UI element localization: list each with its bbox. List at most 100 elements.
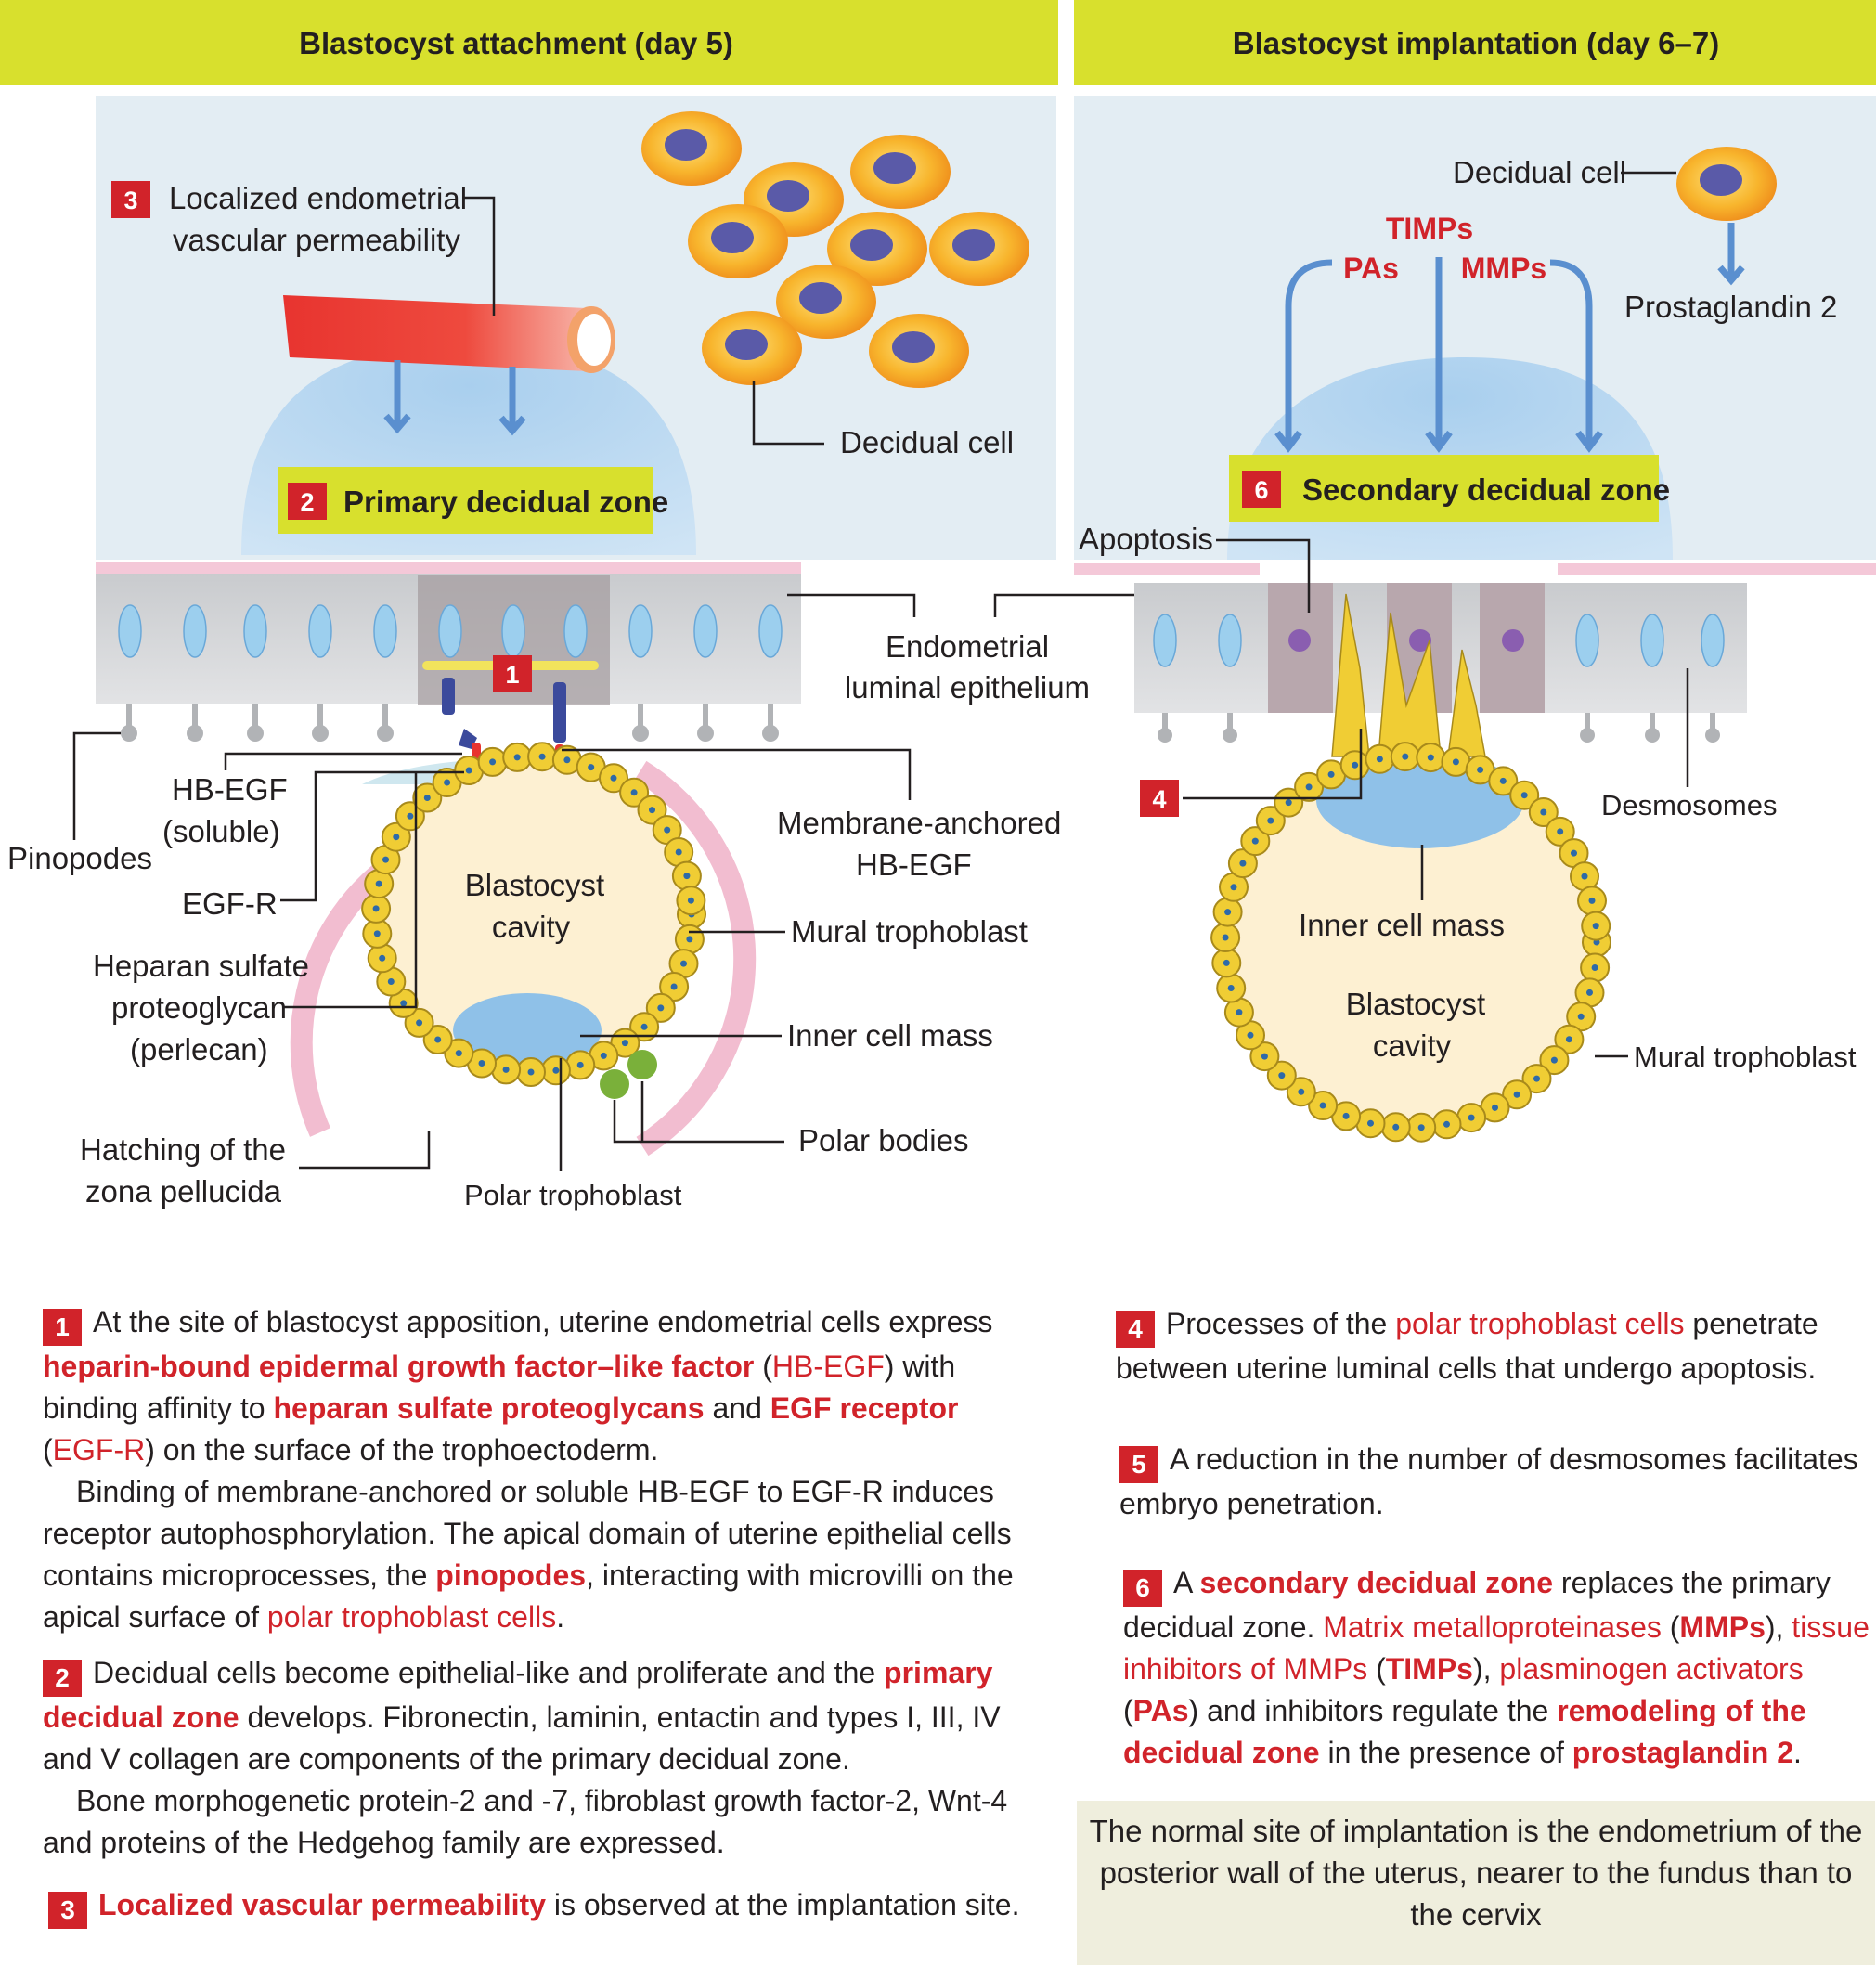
p1-text-r: apical surface of <box>43 1600 267 1634</box>
marker-1-number: 1 <box>505 661 519 689</box>
trophoblast-cell <box>1416 743 1446 773</box>
header-left-title: Blastocyst attachment (day 5) <box>299 26 733 60</box>
label-secondary-decidual-zone: Secondary decidual zone <box>1302 472 1670 507</box>
marker-1 <box>493 655 532 692</box>
pinopodes-row <box>121 704 779 742</box>
marker-5-text: 5 <box>1119 1446 1158 1483</box>
leader-marker-4 <box>1183 729 1363 800</box>
p6-term-secondary: secondary decidual zone <box>1199 1566 1554 1599</box>
p6-term-mmps: MMPs <box>1679 1610 1766 1644</box>
label-heparan-1: Heparan sulfate <box>93 949 309 983</box>
label-endometrial-2: luminal epithelium <box>845 670 1090 705</box>
p1-text-m: Binding of membrane-anchored or soluble … <box>76 1475 994 1508</box>
trophoblast-cell <box>1210 923 1241 952</box>
zona-pellucida-right-arc <box>634 760 757 1157</box>
p5-text-a: A reduction in the number of desmosomes … <box>1170 1442 1858 1476</box>
trophoblast-cell <box>1390 742 1420 772</box>
p6-term-tissue: tissue <box>1792 1610 1870 1644</box>
marker-4-text: 4 <box>1116 1311 1155 1348</box>
trophoblast-cell <box>674 924 705 954</box>
secondary-zone-label-box <box>1229 455 1659 522</box>
trophoblast-cell <box>1211 948 1242 978</box>
p1-term-hb-egf: HB-EGF <box>771 1350 885 1383</box>
leader-apoptosis <box>1216 538 1311 613</box>
marker-6-text: 6 <box>1123 1570 1162 1607</box>
p6-text-f: ( <box>1661 1610 1680 1644</box>
permeability-arrow-2 <box>498 367 526 436</box>
p1-text-o: contains microprocesses, the <box>43 1558 436 1592</box>
arrow-timps <box>1425 257 1453 453</box>
p2-text-d: develops. Fibronectin, laminin, entactin… <box>239 1700 1001 1734</box>
p1-term-egf-receptor: EGF receptor <box>770 1391 959 1425</box>
p6-term-remodeling: remodeling of the <box>1557 1694 1806 1727</box>
label-inner-cell-mass-left: Inner cell mass <box>787 1018 993 1053</box>
trophoblast-cell <box>1380 1112 1411 1143</box>
trophoblast-cell <box>491 1054 522 1085</box>
p2-term-primary: primary <box>884 1656 993 1689</box>
label-polar-bodies: Polar bodies <box>798 1123 968 1157</box>
marker-3 <box>111 181 150 218</box>
arrow-mmps <box>1549 259 1603 453</box>
label-hb-egf-soluble-1: HB-EGF <box>172 772 288 807</box>
p6-text-h: ), <box>1765 1610 1792 1644</box>
p2-text-f: Bone morphogenetic protein-2 and -7, fib… <box>76 1784 1008 1817</box>
p6-text-c: replaces the primary <box>1553 1566 1831 1599</box>
trophoblast-cell <box>527 742 558 772</box>
arrow-pas <box>1274 259 1333 453</box>
left-blastocyst <box>290 742 757 1157</box>
trophoblast-cell <box>1577 886 1607 916</box>
label-decidual-cell-left: Decidual cell <box>840 425 1014 459</box>
trophoblast-cell <box>1431 1109 1462 1140</box>
note-line-2: posterior wall of the uterus, nearer to … <box>1099 1855 1853 1890</box>
leader-endometrial-right <box>993 593 1151 617</box>
label-hb-egf-soluble-2: (soluble) <box>162 814 280 848</box>
p1-text-q: , interacting with microvilli on the <box>586 1558 1014 1592</box>
marker-2 <box>288 483 327 520</box>
decidual-cell-4 <box>688 204 788 278</box>
label-decidual-cell-right: Decidual cell <box>1453 155 1626 189</box>
trophoblast-cell <box>502 742 533 772</box>
p4-text-d: between uterine luminal cells that under… <box>1116 1351 1817 1385</box>
label-blastocyst-cavity-right-1: Blastocyst <box>1346 987 1485 1021</box>
trophoblast-cell <box>671 860 702 891</box>
note-line-3: the cervix <box>1410 1897 1542 1932</box>
p6-text-v: . <box>1793 1736 1802 1769</box>
label-membrane-anchored-2: HB-EGF <box>856 847 972 882</box>
decidual-cell-5 <box>929 212 1029 286</box>
label-timps: TIMPs <box>1386 212 1473 245</box>
label-polar-trophoblast-left: Polar trophoblast <box>464 1179 682 1211</box>
trophoblast-cell <box>1406 1112 1437 1143</box>
p2-term-decidual-zone: decidual zone <box>43 1700 239 1734</box>
leader-polar-bodies <box>613 1081 784 1144</box>
left-epithelium-pink-line <box>96 562 801 574</box>
marker-2-text: 2 <box>43 1660 82 1697</box>
trophoblast-cell <box>540 1055 571 1086</box>
trophoblast-cell <box>1581 911 1611 941</box>
label-blastocyst-cavity-left-2: cavity <box>492 910 571 944</box>
p6-term-timps: TIMPs <box>1385 1652 1473 1686</box>
label-blastocyst-cavity-left-1: Blastocyst <box>465 868 604 902</box>
p1-term-egf-r: EGF-R <box>52 1433 146 1467</box>
trophoblast-cell <box>362 918 393 949</box>
p1-term-pinopodes: pinopodes <box>435 1558 587 1592</box>
header-bar-left <box>0 0 1058 85</box>
p5-text-b: embryo penetration. <box>1119 1487 1384 1520</box>
label-endometrial-1: Endometrial <box>886 629 1049 664</box>
implantation-note-box: The normal site of implantation is the e… <box>1077 1801 1875 1965</box>
label-blastocyst-cavity-right-2: cavity <box>1373 1028 1452 1063</box>
leader-membrane-anchored <box>562 748 912 800</box>
label-prostaglandin: Prostaglandin 2 <box>1624 290 1837 324</box>
p6-text-m: ), <box>1472 1652 1500 1686</box>
trophoblast-cell <box>367 943 397 974</box>
decidual-cell-1 <box>641 111 742 186</box>
polar-body-1 <box>600 1069 629 1099</box>
permeability-arrow-1 <box>383 360 411 434</box>
leader-decidual-cell-left <box>752 381 824 446</box>
marker-4 <box>1140 780 1179 817</box>
p4-text-c: penetrate <box>1684 1307 1818 1340</box>
primary-zone-label-box <box>278 467 653 534</box>
marker-3-text: 3 <box>48 1892 87 1929</box>
